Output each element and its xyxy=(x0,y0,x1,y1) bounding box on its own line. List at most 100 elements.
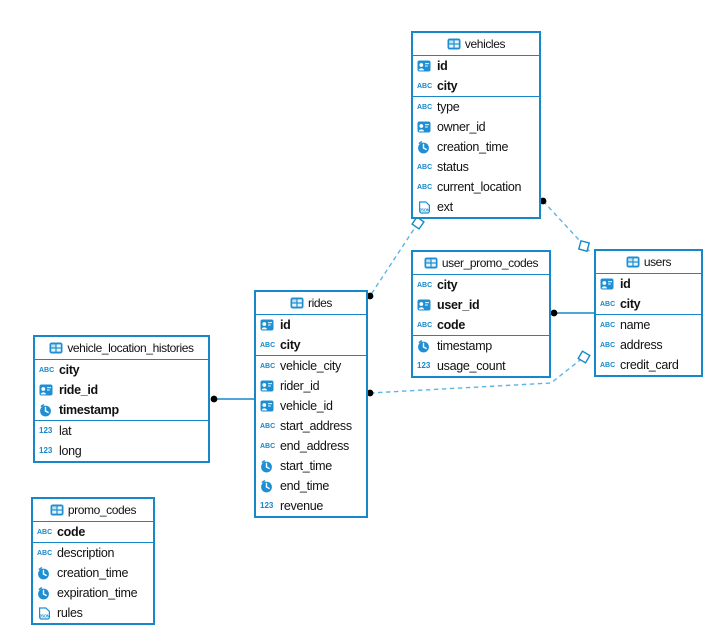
clock-icon xyxy=(260,459,276,473)
table-header-promo_codes[interactable]: promo_codes xyxy=(33,499,153,522)
field-label: timestamp xyxy=(59,403,119,417)
table-title: vehicles xyxy=(464,37,506,51)
relation-rides-users[interactable] xyxy=(369,356,585,394)
field-users-id[interactable]: id xyxy=(596,274,701,294)
field-vehicles-current_location[interactable]: ABC current_location xyxy=(413,177,539,197)
field-label: credit_card xyxy=(620,358,679,372)
field-users-credit_card[interactable]: ABC credit_card xyxy=(596,355,701,375)
table-header-user_promo_codes[interactable]: user_promo_codes xyxy=(413,252,549,275)
table-title: user_promo_codes xyxy=(441,256,539,270)
field-vehicle_location_histories-city[interactable]: ABC city xyxy=(35,360,208,380)
abc-icon: ABC xyxy=(39,366,55,374)
id-icon xyxy=(417,60,433,72)
field-rides-end_time[interactable]: end_time xyxy=(256,476,366,496)
field-vehicle_location_histories-timestamp[interactable]: timestamp xyxy=(35,400,208,420)
abc-icon: ABC xyxy=(260,422,276,430)
table-icon xyxy=(424,257,438,269)
id-icon xyxy=(260,400,276,412)
table-header-vehicle_location_histories[interactable]: vehicle_location_histories xyxy=(35,337,208,360)
abc-icon: ABC xyxy=(37,528,53,536)
field-label: revenue xyxy=(280,499,324,513)
field-user_promo_codes-user_id[interactable]: user_id xyxy=(413,295,549,315)
field-label: type xyxy=(437,100,460,114)
field-rides-start_time[interactable]: start_time xyxy=(256,456,366,476)
field-label: timestamp xyxy=(437,339,492,353)
field-promo_codes-code[interactable]: ABC code xyxy=(33,522,153,542)
clock-icon xyxy=(260,479,276,493)
field-label: id xyxy=(620,277,631,291)
id-icon xyxy=(600,278,616,290)
connector-square xyxy=(411,216,425,230)
abc-icon: ABC xyxy=(600,300,616,308)
connector-dot xyxy=(210,395,218,403)
table-header-rides[interactable]: rides xyxy=(256,292,366,315)
id-icon xyxy=(260,380,276,392)
field-users-city[interactable]: ABC city xyxy=(596,294,701,314)
connector-square xyxy=(577,239,591,253)
field-label: code xyxy=(57,525,85,539)
field-vehicles-creation_time[interactable]: creation_time xyxy=(413,137,539,157)
num-icon: 123 xyxy=(417,361,431,370)
table-header-users[interactable]: users xyxy=(596,251,701,274)
svg-text:JSON: JSON xyxy=(39,613,49,618)
abc-icon: ABC xyxy=(600,361,616,369)
clock-icon xyxy=(37,566,53,580)
field-rides-id[interactable]: id xyxy=(256,315,366,335)
table-header-vehicles[interactable]: vehicles xyxy=(413,33,539,56)
field-vehicle_location_histories-ride_id[interactable]: ride_id xyxy=(35,380,208,400)
field-label: current_location xyxy=(437,180,522,194)
field-vehicles-owner_id[interactable]: owner_id xyxy=(413,117,539,137)
abc-icon: ABC xyxy=(417,183,433,191)
relation-rides-vehicles[interactable] xyxy=(369,222,419,297)
field-rides-rider_id[interactable]: rider_id xyxy=(256,376,366,396)
id-icon xyxy=(260,319,276,331)
field-label: name xyxy=(620,318,651,332)
field-promo_codes-expiration_time[interactable]: expiration_time xyxy=(33,583,153,603)
connector-square xyxy=(577,350,591,364)
field-label: code xyxy=(437,318,465,332)
table-title: rides xyxy=(307,296,332,310)
connector-dot xyxy=(366,389,374,397)
field-label: id xyxy=(437,59,448,73)
field-rides-vehicle_id[interactable]: vehicle_id xyxy=(256,396,366,416)
field-promo_codes-creation_time[interactable]: creation_time xyxy=(33,563,153,583)
field-label: city xyxy=(59,363,80,377)
field-user_promo_codes-timestamp[interactable]: timestamp xyxy=(413,336,549,356)
field-label: city xyxy=(620,297,641,311)
field-vehicles-id[interactable]: id xyxy=(413,56,539,76)
field-label: end_time xyxy=(280,479,330,493)
